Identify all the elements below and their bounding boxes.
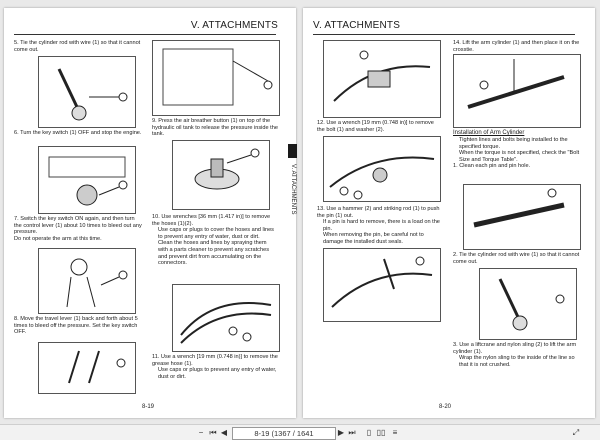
step-13-bullet-2: When removing the pin, be careful not to…	[323, 232, 424, 245]
figure-hoses	[172, 284, 280, 352]
install-step-3: 3. Use a liftcrane and nylon sling (2) t…	[453, 342, 577, 355]
step-11-bullet-1: Use caps or plugs to prevent any entry o…	[158, 367, 277, 380]
figure-pin-cleaning	[463, 184, 581, 250]
step-6: 6. Turn the key switch (1) OFF and stop …	[14, 130, 142, 136]
page-header: V. ATTACHMENTS	[190, 20, 278, 31]
step-7-note: Do not operate the arm at this time.	[14, 235, 102, 242]
step-13: 13. Use a hammer (2) and striking rod (1…	[317, 206, 440, 219]
figure-cylinder-wire	[38, 56, 136, 128]
viewer-toolbar: − ⏮ ◀ 8-19 (1367 / 1641 ▶ ⏭ ▯ ▯▯ ≡ ⤢	[0, 424, 600, 440]
figure-grease-hose	[323, 40, 441, 118]
figure-rod-wire	[479, 268, 577, 340]
side-tab-label: V. ATTACHMENTS	[290, 164, 296, 215]
zoom-out-icon[interactable]: −	[198, 428, 204, 437]
figure-arm-cylinder	[453, 54, 581, 128]
page-number-input[interactable]: 8-19 (1367 / 1641	[232, 427, 336, 440]
section-title: Installation of Arm Cylinder	[453, 130, 525, 136]
step-14: 14. Lift the arm cylinder (1) and then p…	[453, 40, 580, 53]
next-page-icon[interactable]: ▶	[337, 428, 345, 437]
left-page: V. ATTACHMENTS V. ATTACHMENTS 5. Tie the…	[4, 8, 297, 418]
step-10: 10. Use wrenches [36 mm (1.417 in)] to r…	[152, 214, 271, 227]
step-10-bullet-1: Use caps or plugs to cover the hoses and…	[158, 227, 274, 240]
page-header: V. ATTACHMENTS	[313, 20, 401, 31]
figure-bolt-washer	[323, 136, 441, 202]
last-page-icon[interactable]: ⏭	[348, 428, 356, 437]
install-step-1: 1. Clean each pin and pin hole.	[453, 163, 531, 170]
right-page: V. ATTACHMENTS 12. Use a wrench [19 mm (…	[303, 8, 595, 418]
figure-air-breather	[172, 140, 270, 210]
header-rule	[14, 34, 276, 35]
install-note-bullet: When the torque is not specified, check …	[459, 150, 580, 163]
figure-pin-removal	[323, 248, 441, 322]
fit-icon[interactable]: ⤢	[572, 428, 580, 437]
step-13-bullet-1: If a pin is hard to remove, there is a l…	[323, 219, 440, 232]
figure-travel-lever	[38, 342, 136, 394]
step-9: 9. Press the air breather button (1) on …	[152, 118, 278, 138]
figure-key-switch	[38, 146, 136, 214]
install-step-3-bullet: Wrap the nylon sling to the inside of th…	[459, 355, 575, 368]
step-5: 5. Tie the cylinder rod with wire (1) so…	[14, 40, 141, 53]
figure-control-lever	[38, 248, 136, 314]
install-note: Tighten lines and bolts being installed …	[459, 137, 568, 150]
two-page-icon[interactable]: ▯▯	[376, 428, 386, 437]
page-number: 8-20	[439, 404, 452, 410]
step-11: 11. Use a wrench [19 mm (0.748 in)] to r…	[152, 354, 278, 367]
figure-cab	[152, 40, 280, 116]
section-tab	[288, 144, 297, 158]
single-page-icon[interactable]: ▯	[366, 428, 372, 437]
step-7: 7. Switch the key switch ON again, and t…	[14, 216, 142, 236]
header-rule	[313, 34, 575, 35]
install-step-2: 2. Tie the cylinder rod with wire (1) so…	[453, 252, 580, 265]
page-number: 8-19	[142, 404, 155, 410]
step-12: 12. Use a wrench [19 mm (0.748 in)] to r…	[317, 120, 434, 133]
first-page-icon[interactable]: ⏮	[209, 428, 217, 437]
continuous-icon[interactable]: ≡	[392, 428, 398, 437]
step-8: 8. Move the travel lever (1) back and fo…	[14, 316, 138, 336]
step-10-bullet-2: Clean the hoses and lines by spraying th…	[158, 240, 269, 267]
prev-page-icon[interactable]: ◀	[220, 428, 228, 437]
